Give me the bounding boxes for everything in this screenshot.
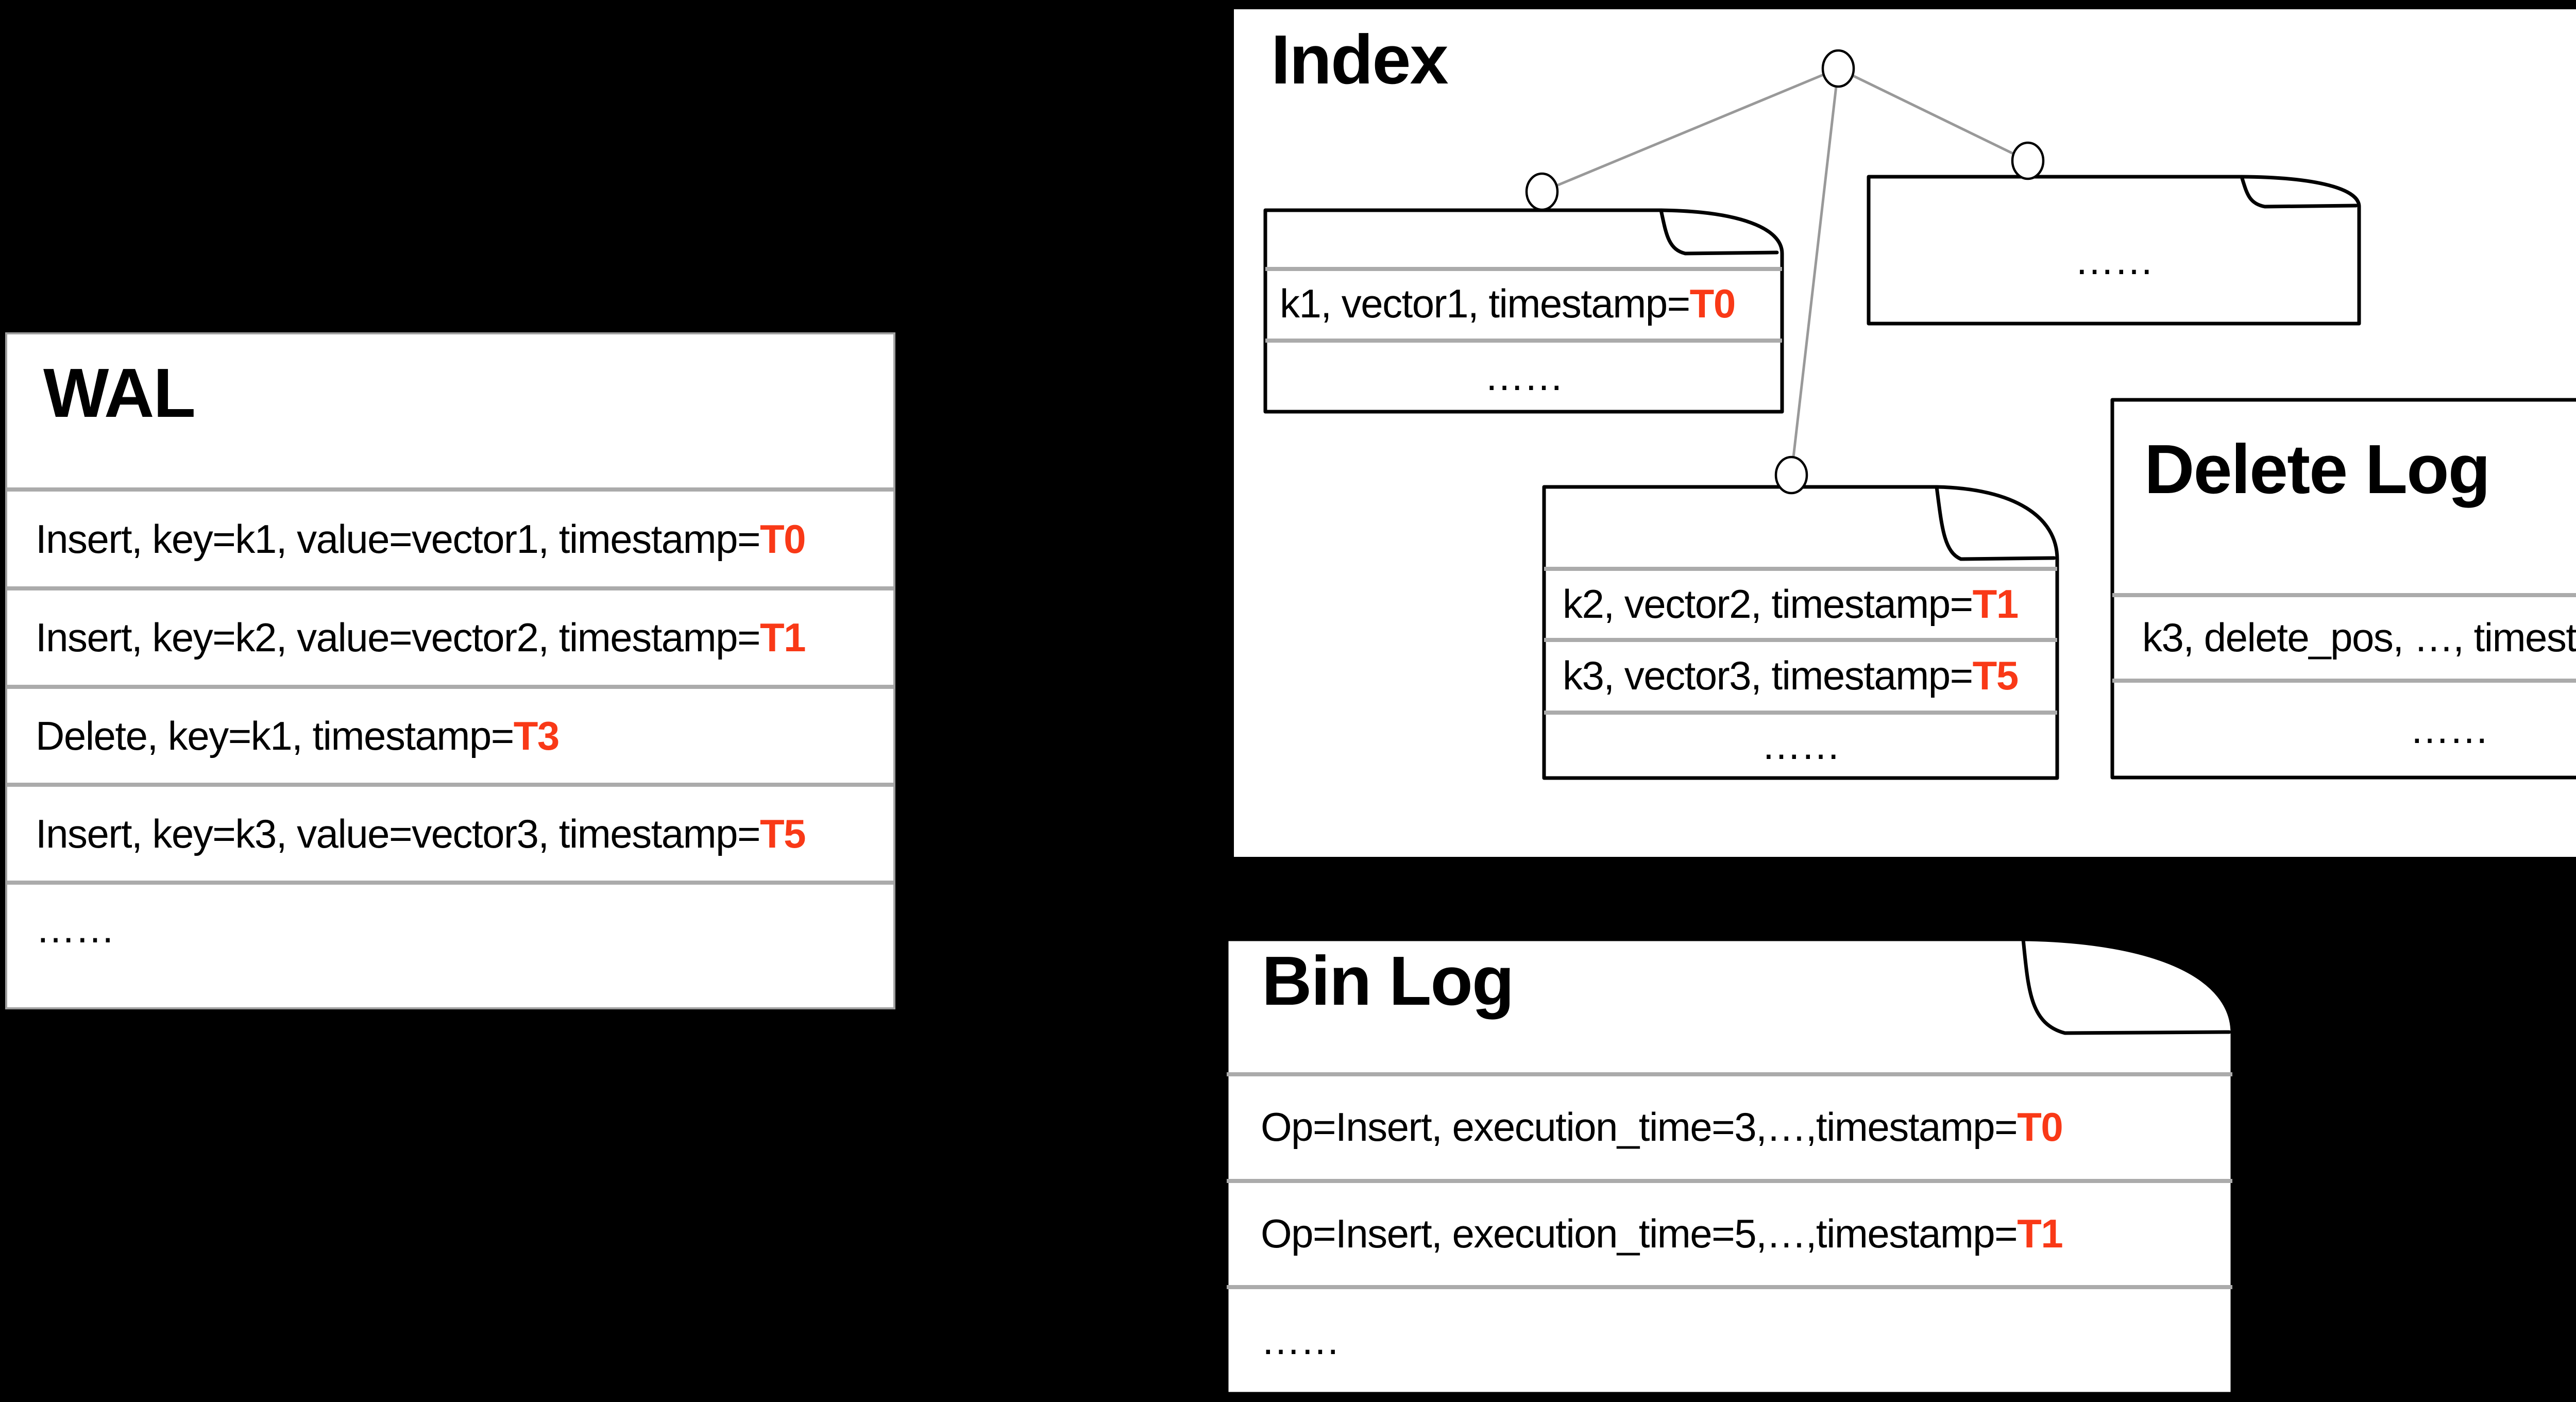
index-segment-doc-more: ……: [1867, 175, 2361, 326]
row-divider: [1227, 1285, 2232, 1289]
log-entry-text: Insert, key=k3, value=vector3, timestamp…: [36, 810, 761, 856]
bin-log-doc: Bin Log Op=Insert, execution_time=3,…,ti…: [1225, 937, 2234, 1396]
row-divider: [1227, 1179, 2232, 1183]
log-entry-text: Insert, key=k1, value=vector1, timestamp…: [36, 516, 761, 562]
document-page-shape: [1542, 485, 2059, 780]
timestamp-value: T0: [2017, 1104, 2063, 1150]
segment-ellipsis-row: ……: [1544, 715, 2057, 776]
segment-row: k1, vector1, timestamp=T0: [1265, 270, 1782, 337]
wal-title: WAL: [43, 354, 196, 432]
timestamp-value: T5: [760, 810, 806, 856]
log-entry-text: Op=Insert, execution_time=3,…,timestamp=: [1261, 1104, 2018, 1150]
timestamp-value: T1: [2017, 1210, 2063, 1256]
doc-page-outline: [2110, 398, 2576, 780]
row-divider: [7, 685, 893, 689]
doc-folded-corner: [2240, 175, 2358, 209]
doc-folded-corner: [2021, 937, 2231, 1035]
doc-page-outline: [1542, 485, 2059, 780]
bin-log-title: Bin Log: [1262, 942, 1514, 1020]
row-divider: [2112, 593, 2576, 597]
delete-log-doc: Delete Log k3, delete_pos, …, timestamp=…: [2110, 398, 2576, 780]
segment-ellipsis-row: ……: [1265, 343, 1782, 410]
wal-log-row: Delete, key=k1, timestamp=T3: [7, 689, 893, 783]
row-divider: [1544, 638, 2057, 642]
timestamp-value: T1: [760, 615, 806, 660]
row-divider: [7, 586, 893, 590]
wal-log-row: Insert, key=k1, value=vector1, timestamp…: [7, 492, 893, 586]
log-entry-text: Insert, key=k2, value=vector2, timestamp…: [36, 615, 761, 660]
timestamp-value: T0: [1689, 281, 1736, 326]
delete-log-row: k3, delete_pos, …, timestamp=T3: [2112, 597, 2576, 678]
bin-log-ellipsis-row: ……: [1227, 1289, 2232, 1392]
row-divider: [7, 783, 893, 787]
document-page-shape: [2110, 398, 2576, 780]
ellipsis-text: ……: [1484, 353, 1564, 399]
timestamp-value: T1: [1972, 581, 2019, 627]
document-page-shape: [1867, 175, 2361, 326]
document-page-shape: [1263, 208, 1784, 414]
doc-folded-corner: [1935, 485, 2056, 561]
timestamp-value: T5: [1972, 653, 2019, 698]
segment-row: k3, vector3, timestamp=T5: [1544, 642, 2057, 710]
row-divider: [1265, 339, 1782, 343]
index-segment-doc-k1: k1, vector1, timestamp=T0 ……: [1263, 208, 1784, 414]
wal-ellipsis-row: ……: [7, 885, 893, 972]
document-page-shape: [1225, 937, 2234, 1396]
wal-log-row: Insert, key=k3, value=vector3, timestamp…: [7, 787, 893, 881]
row-divider: [7, 487, 893, 492]
ellipsis-text: ……: [1761, 722, 1841, 768]
bin-log-row: Op=Insert, execution_time=3,…,timestamp=…: [1227, 1076, 2232, 1178]
segment-entry-text: k3, vector3, timestamp=: [1563, 653, 1973, 698]
wal-log-row: Insert, key=k2, value=vector2, timestamp…: [7, 590, 893, 685]
ellipsis-text: ……: [2410, 706, 2489, 752]
timestamp-value: T3: [513, 713, 560, 758]
doc-page-outline: [1225, 937, 2234, 1396]
doc-page-outline: [1263, 208, 1784, 414]
segment-entry-text: k1, vector1, timestamp=: [1280, 281, 1690, 326]
row-divider: [1227, 1072, 2232, 1076]
index-segment-doc-k2-k3: k2, vector2, timestamp=T1 k3, vector3, t…: [1542, 485, 2059, 780]
segment-ellipsis-row: ……: [1869, 177, 2359, 324]
delete-log-title: Delete Log: [2144, 430, 2490, 508]
ellipsis-text: ……: [1261, 1317, 1341, 1363]
doc-folded-corner: [1659, 208, 1779, 256]
index-title: Index: [1271, 21, 1449, 98]
log-entry-text: k3, delete_pos, …, timestamp=: [2142, 614, 2576, 660]
segment-row: k2, vector2, timestamp=T1: [1544, 571, 2057, 637]
ellipsis-text: ……: [36, 905, 115, 951]
row-divider: [1265, 267, 1782, 271]
delete-log-ellipsis-row: ……: [2112, 683, 2576, 775]
timestamp-value: T0: [760, 516, 806, 562]
ellipsis-text: ……: [2074, 238, 2155, 283]
doc-page-outline: [1867, 175, 2361, 326]
segment-entry-text: k2, vector2, timestamp=: [1563, 581, 1973, 627]
row-divider: [2112, 679, 2576, 683]
bin-log-row: Op=Insert, execution_time=5,…,timestamp=…: [1227, 1183, 2232, 1284]
row-divider: [1544, 711, 2057, 715]
row-divider: [7, 881, 893, 885]
log-entry-text: Delete, key=k1, timestamp=: [36, 713, 514, 758]
log-entry-text: Op=Insert, execution_time=5,…,timestamp=: [1261, 1210, 2018, 1256]
row-divider: [1544, 567, 2057, 571]
wal-panel: WAL Insert, key=k1, value=vector1, times…: [5, 332, 895, 1009]
